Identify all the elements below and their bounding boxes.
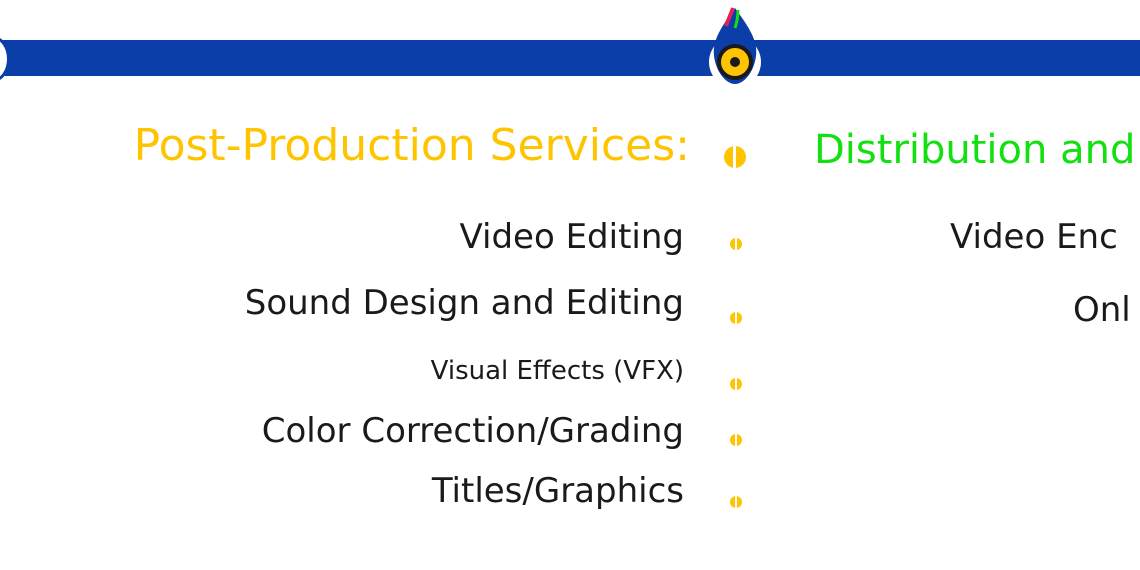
bullet-icon [730, 238, 742, 250]
bullet-icon [730, 496, 742, 508]
list-item: Onl [1073, 290, 1131, 330]
bullet-icon [730, 434, 742, 446]
list-item: Video Enc [950, 217, 1118, 257]
bullet-icon [730, 378, 742, 390]
distribution-heading: Distribution and [814, 127, 1136, 173]
distribution-list: Video Enc [950, 220, 1118, 286]
post-production-list: Video Editing Sound Design and Editing V… [245, 220, 684, 540]
list-item: Video Editing [459, 217, 685, 257]
bullet-column [730, 0, 746, 570]
post-production-heading: Post-Production Services: [133, 120, 690, 171]
list-item: Visual Effects (VFX) [430, 356, 684, 386]
flame-with-yellow-circle-icon [709, 7, 761, 88]
list-item: Titles/Graphics [431, 471, 684, 511]
top-bar [0, 40, 1140, 76]
list-item: Sound Design and Editing [244, 283, 684, 323]
bullet-icon [730, 312, 742, 324]
list-item: Color Correction/Grading [261, 411, 684, 451]
heading-bullet-icon [724, 146, 746, 168]
